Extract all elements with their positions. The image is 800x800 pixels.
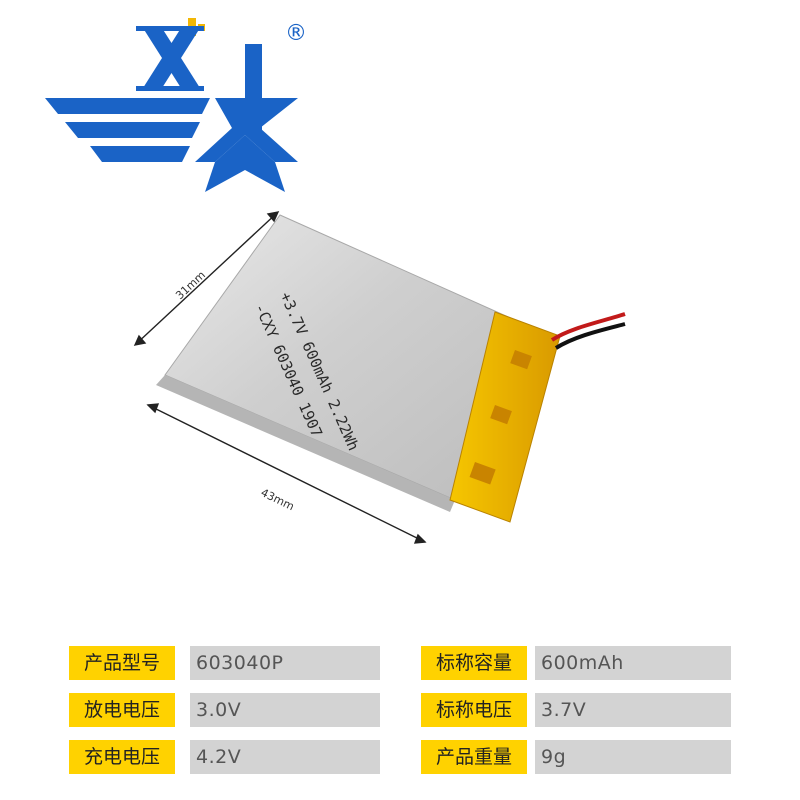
spec-value-weight: 9g [535,740,731,774]
spec-label-weight: 产品重量 [421,740,527,774]
spec-value-capacity: 600mAh [535,646,731,680]
x-letter-mark [136,26,204,91]
spec-label-model: 产品型号 [69,646,175,680]
spec-value-nominal-voltage: 3.7V [535,693,731,727]
battery-cell-edge [156,375,455,512]
wing-stripes [45,98,210,162]
registered-mark: ® [285,21,307,46]
spec-label-nominal-voltage: 标称电压 [421,693,527,727]
length-dimension [146,403,427,544]
spec-label-charge-voltage: 充电电压 [69,740,175,774]
spec-value-charge-voltage: 4.2V [190,740,380,774]
brand-logo: ® [45,18,307,192]
star-icon [195,44,298,192]
lead-wires [550,312,626,350]
spec-value-discharge-voltage: 3.0V [190,693,380,727]
spec-value-model: 603040P [190,646,380,680]
protection-board [469,349,532,485]
width-dimension [133,211,280,346]
spec-label-discharge-voltage: 放电电压 [69,693,175,727]
spec-label-capacity: 标称容量 [421,646,527,680]
battery-illustration: +3.7V 600mAh 2.22Wh -CXY 603040 1907 31m… [133,211,626,544]
